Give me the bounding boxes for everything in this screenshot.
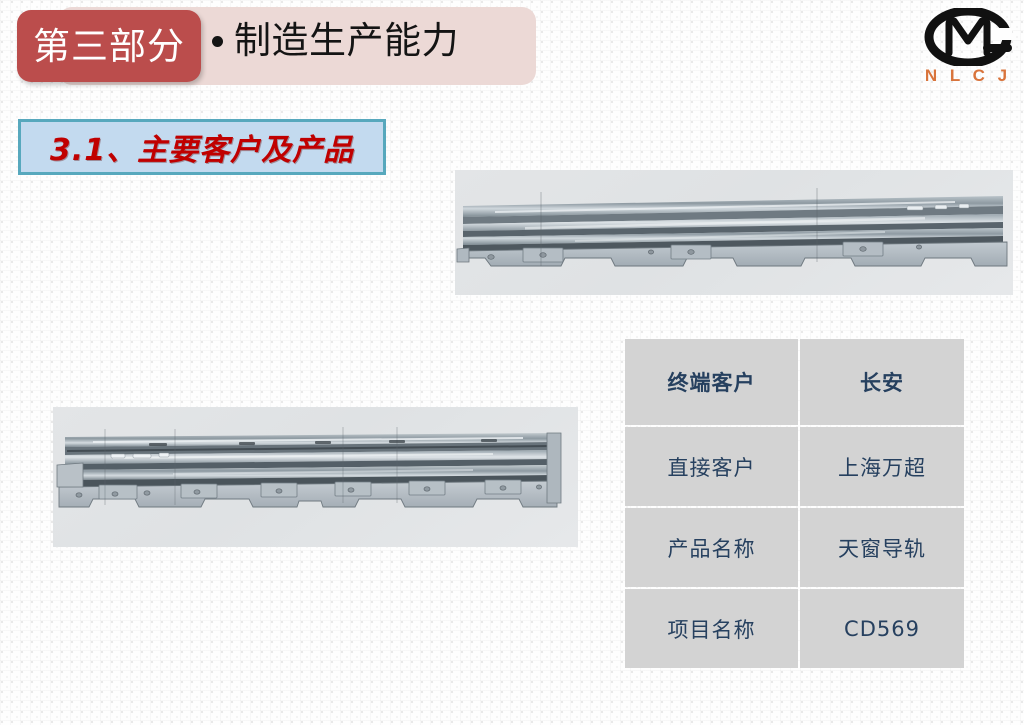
table-row: 直接客户 上海万超 [625, 427, 964, 506]
header-topic-label: 制造生产能力 [234, 19, 459, 62]
section-number-badge: 第三部分 [17, 10, 201, 82]
spec-label-cell: 直接客户 [625, 427, 798, 506]
table-row: 项目名称 CD569 [625, 589, 964, 668]
spec-label-cell: 产品名称 [625, 508, 798, 587]
spec-label-cell: 终端客户 [625, 339, 798, 425]
nlcj-oval-m-logo-icon [924, 8, 1012, 66]
spec-value-cell: 天窗导轨 [800, 508, 964, 587]
spec-value-cell: 上海万超 [800, 427, 964, 506]
header-topic: 制造生产能力 [212, 18, 459, 64]
company-logo: N L C J [918, 8, 1018, 90]
company-logo-text: N L C J [924, 66, 1012, 85]
table-row: 终端客户 长安 [625, 339, 964, 425]
sunroof-rail-render-top [455, 170, 1013, 295]
table-row: 产品名称 天窗导轨 [625, 508, 964, 587]
spec-label-cell: 项目名称 [625, 589, 798, 668]
spec-value-cell: CD569 [800, 589, 964, 668]
sunroof-rail-render-bottom [53, 407, 578, 547]
section-number-badge-label: 第三部分 [33, 24, 185, 68]
spec-value-cell: 长安 [800, 339, 964, 425]
bullet-dot-icon [212, 35, 223, 47]
product-spec-table: 终端客户 长安 直接客户 上海万超 产品名称 天窗导轨 项目名称 CD569 [623, 337, 966, 670]
spec-table-body: 终端客户 长安 直接客户 上海万超 产品名称 天窗导轨 项目名称 CD569 [625, 339, 964, 668]
section-title-box: 3.1、主要客户及产品 [18, 119, 386, 175]
section-title-label: 3.1、主要客户及产品 [49, 133, 355, 168]
